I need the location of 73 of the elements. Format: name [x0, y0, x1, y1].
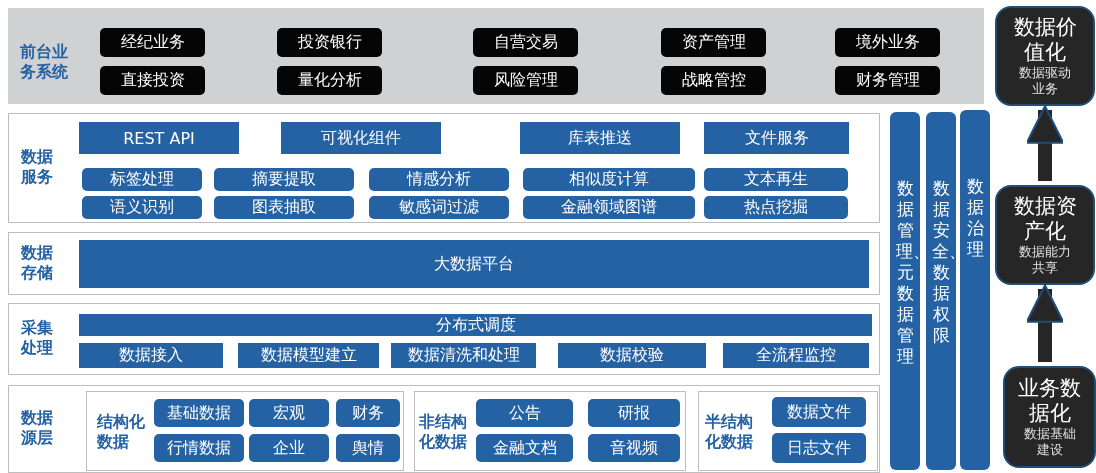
stage-title: 业务数据化 — [1017, 376, 1082, 426]
stage-subtitle: 数据能力共享 — [1018, 244, 1072, 276]
layer-panel — [8, 113, 880, 223]
arrow — [1025, 105, 1065, 181]
stage-subtitle: 数据基础建设 — [1022, 426, 1077, 458]
group-title: 结构化数据 — [97, 412, 146, 452]
module-tag: 情感分析 — [369, 168, 509, 191]
group-panel — [698, 391, 878, 471]
group-panel — [86, 391, 404, 471]
module-tag: 数据文件 — [772, 397, 866, 427]
module-tag: 相似度计算 — [523, 168, 695, 191]
module-tag: 资产管理 — [661, 28, 766, 57]
module-tag: 公告 — [476, 399, 573, 427]
arrow — [1025, 284, 1065, 362]
stage-title: 数据价值化 — [1012, 15, 1078, 65]
group-title: 非结构化数据 — [419, 412, 468, 452]
module-tag: 境外业务 — [835, 28, 940, 57]
governance-bar: 数据治理 — [960, 110, 990, 470]
module-tag: 经纪业务 — [100, 28, 205, 57]
module-tag: 语义识别 — [82, 196, 202, 219]
module-tag: 音视频 — [588, 434, 680, 462]
module-tag: 企业 — [249, 434, 329, 462]
module-tag: 金融文档 — [476, 434, 573, 462]
module-tag: 投资银行 — [277, 28, 382, 57]
layer-panel — [8, 8, 984, 104]
module-bar: 数据模型建立 — [238, 343, 379, 368]
module-tag: 图表抽取 — [214, 196, 354, 219]
module-bar: 分布式调度 — [79, 314, 872, 336]
module-tag: 战略管控 — [661, 66, 766, 95]
module-bar: 大数据平台 — [79, 240, 869, 288]
layer-panel — [8, 232, 880, 295]
module-tag: 摘要提取 — [214, 168, 354, 191]
module-tag: 财务管理 — [835, 66, 940, 95]
module-bar: 文件服务 — [704, 122, 849, 154]
module-bar: 数据清洗和处理 — [391, 343, 536, 368]
module-tag: 自营交易 — [473, 28, 578, 57]
layer-title: 前台业务系统 — [20, 42, 69, 82]
module-tag: 风险管理 — [473, 66, 578, 95]
layer-panel — [8, 385, 880, 473]
stage-title: 数据资产化 — [1012, 194, 1078, 244]
layer-title: 数据源层 — [21, 408, 54, 448]
module-tag: 行情数据 — [154, 434, 244, 462]
stage-card — [995, 6, 1095, 106]
module-bar: 数据校验 — [558, 343, 706, 368]
governance-bar: 数据安全、数据权限 — [926, 112, 956, 470]
module-tag: 敏感词过滤 — [369, 196, 509, 219]
module-tag: 宏观 — [249, 399, 329, 427]
stage-card — [1003, 366, 1096, 468]
layer-title: 数据存储 — [21, 242, 54, 283]
stage-subtitle: 数据驱动业务 — [1018, 65, 1072, 97]
group-panel — [414, 391, 686, 471]
governance-bar: 数据管理、元数据管理 — [890, 112, 920, 470]
module-tag: 财务 — [336, 399, 400, 427]
module-bar: 全流程监控 — [723, 343, 869, 368]
module-tag: 直接投资 — [100, 66, 205, 95]
module-tag: 文本再生 — [704, 168, 848, 191]
layer-panel — [8, 303, 880, 375]
module-tag: 研报 — [588, 399, 680, 427]
module-bar: REST API — [79, 122, 239, 154]
stage-card — [995, 185, 1095, 285]
module-tag: 金融领域图谱 — [523, 196, 695, 219]
module-tag: 热点挖掘 — [704, 196, 848, 219]
module-tag: 标签处理 — [82, 168, 202, 191]
module-bar: 库表推送 — [520, 122, 680, 154]
module-tag: 量化分析 — [277, 66, 382, 95]
module-bar: 数据接入 — [79, 343, 223, 368]
module-tag: 舆情 — [336, 434, 400, 462]
layer-title: 数据服务 — [21, 147, 54, 187]
module-tag: 日志文件 — [772, 433, 866, 463]
layer-title: 采集处理 — [21, 318, 54, 358]
group-title: 半结构化数据 — [705, 412, 754, 452]
module-tag: 基础数据 — [154, 399, 244, 427]
module-bar: 可视化组件 — [281, 122, 441, 154]
